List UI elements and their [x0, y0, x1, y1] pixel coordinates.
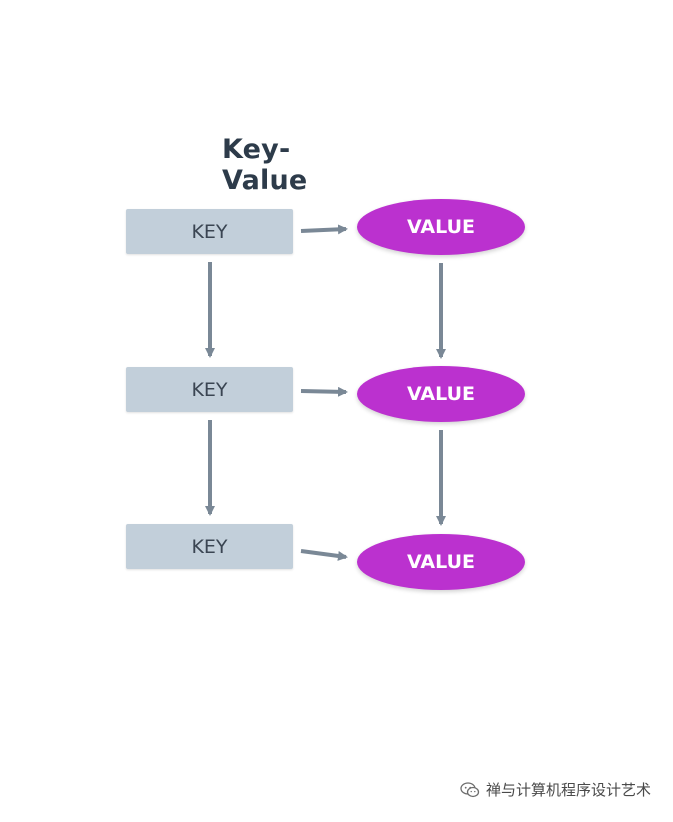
diagram-title: Key-Value: [222, 134, 308, 196]
key-node-1: KEY: [126, 209, 293, 254]
value-label-2: VALUE: [407, 383, 475, 405]
key-node-2: KEY: [126, 367, 293, 412]
key-label-2: KEY: [191, 378, 228, 401]
watermark-text: 禅与计算机程序设计艺术: [485, 781, 651, 799]
value-node-1: VALUE: [357, 199, 525, 255]
value-node-2: VALUE: [357, 366, 525, 422]
value-label-1: VALUE: [407, 216, 475, 238]
key-to-value-arrow-3: [300, 549, 348, 561]
key-label-1: KEY: [191, 220, 228, 243]
value-node-3: VALUE: [357, 534, 525, 590]
key-to-value-arrow-2: [300, 386, 348, 397]
wechat-icon: [460, 781, 480, 798]
value-label-3: VALUE: [407, 551, 475, 573]
key-node-3: KEY: [126, 524, 293, 569]
key-label-3: KEY: [191, 535, 228, 558]
key-to-value-arrow-1: [300, 224, 348, 235]
watermark: 禅与计算机程序设计艺术: [460, 779, 651, 800]
